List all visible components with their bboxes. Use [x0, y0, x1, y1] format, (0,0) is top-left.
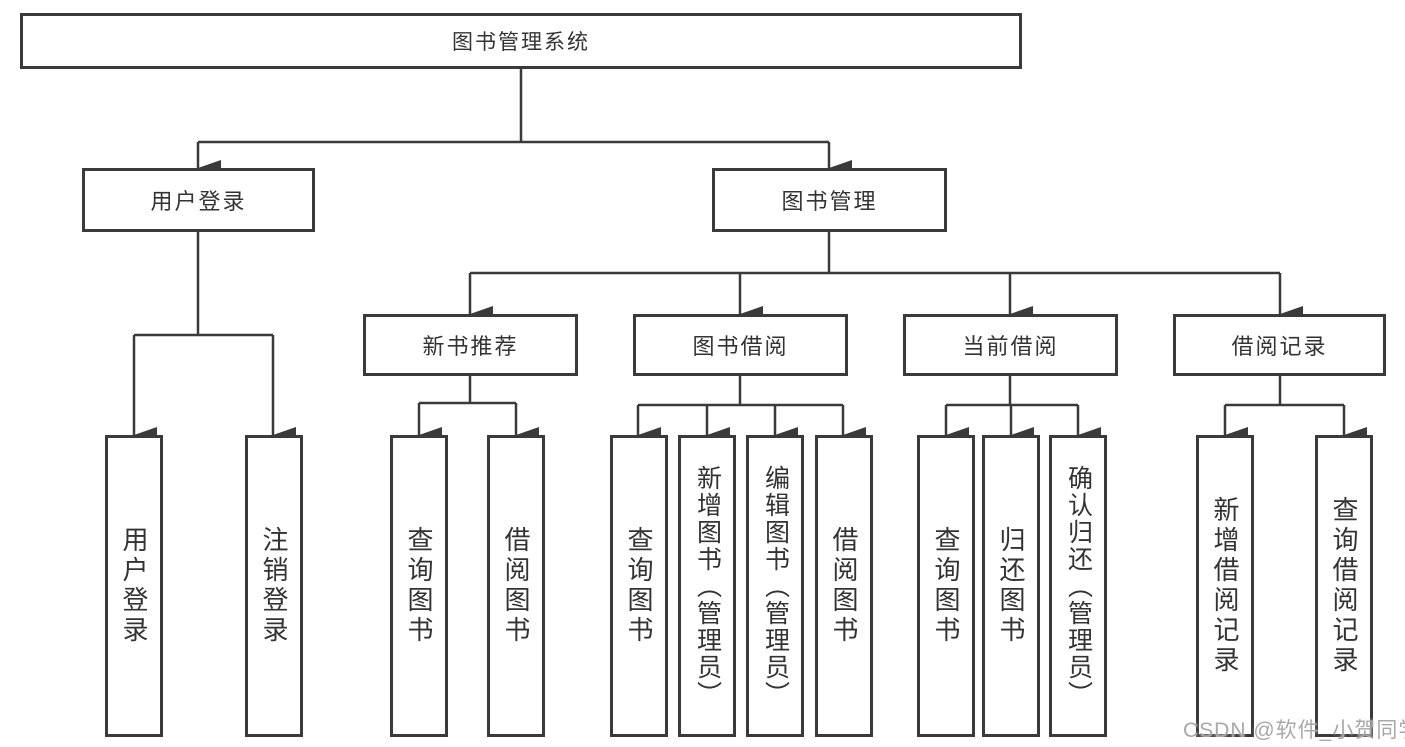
- leaf-borrow-edit-books-admin: 编辑图书（管理员）: [746, 435, 804, 737]
- node-library-management-system: 图书管理系统: [20, 13, 1022, 69]
- node-borrow-records: 借阅记录: [1173, 314, 1386, 376]
- leaf-current-return-books: 归还图书: [982, 435, 1040, 737]
- csdn-watermark: CSDN @软件_小贺同学: [1183, 719, 1405, 742]
- leaf-logout: 注销登录: [245, 435, 303, 737]
- leaf-borrow-query-books: 查询图书: [610, 435, 668, 737]
- leaf-records-add-record: 新增借阅记录: [1196, 435, 1254, 737]
- node-user-login: 用户登录: [82, 168, 315, 232]
- leaf-borrow-borrow-books: 借阅图书: [815, 435, 873, 737]
- node-book-management: 图书管理: [712, 168, 947, 232]
- leaf-borrow-add-books-admin: 新增图书（管理员）: [678, 435, 736, 737]
- leaf-records-query-record: 查询借阅记录: [1315, 435, 1373, 737]
- node-new-book-recommend: 新书推荐: [363, 314, 578, 376]
- leaf-current-confirm-return-admin: 确认归还（管理员）: [1049, 435, 1107, 737]
- node-book-borrow: 图书借阅: [633, 314, 848, 376]
- leaf-newbook-borrow-books: 借阅图书: [487, 435, 545, 737]
- leaf-user-login: 用户登录: [105, 435, 163, 737]
- node-current-borrow: 当前借阅: [903, 314, 1118, 376]
- leaf-newbook-query-books: 查询图书: [390, 435, 448, 737]
- leaf-current-query-books: 查询图书: [917, 435, 975, 737]
